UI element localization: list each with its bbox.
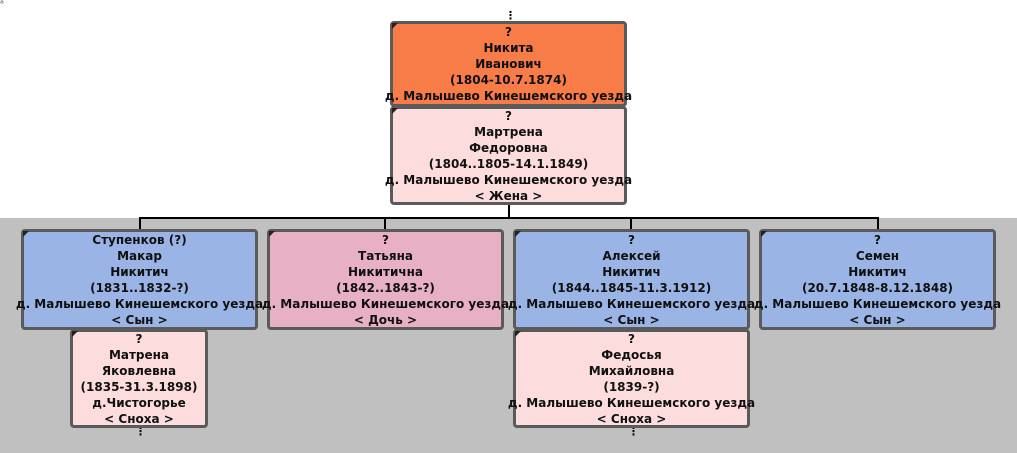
child-4-line-1: ? <box>874 232 881 247</box>
root-line-2: Никита <box>483 41 534 55</box>
child-2-line-2: Татьяна <box>358 248 413 263</box>
root-line-4: (1804-10.7.1874) <box>450 73 567 87</box>
in-law-2-line-1: ? <box>628 331 635 346</box>
child-4-line-5: д. Малышево Кинешемского уезда <box>753 296 1002 311</box>
in-law-1-line-1: ? <box>135 331 143 346</box>
connector-drop-child-2 <box>384 217 386 230</box>
child-4-line-2: Семен <box>855 248 900 263</box>
person-card-child-4[interactable]: ? Семен Никитич (20.7.1848-8.12.1848) д.… <box>754 229 1001 330</box>
in-law-2-line-4: (1839-?) <box>603 379 660 394</box>
child-1-line-6: < Сын > <box>111 312 168 327</box>
child-3-line-5: д. Малышево Кинешемского уезда <box>507 296 756 311</box>
child-1-line-2: Макар <box>117 248 162 263</box>
spouse-line-6: < Жена > <box>474 188 543 203</box>
spouse-line-1: ? <box>505 108 512 123</box>
person-card-in-law-1[interactable]: ? Матрена Яковлевна (1835-31.3.1898) д.Ч… <box>70 329 208 428</box>
in-law-1-line-2: Матрена <box>108 347 170 362</box>
child-1-line-4: (1831..1832-?) <box>90 280 189 295</box>
in-law-1-line-6: < Сноха > <box>104 411 174 426</box>
person-card-spouse[interactable]: ? Мартрена Федоровна (1804..1805-14.1.18… <box>385 106 632 205</box>
root-line-1: ? <box>505 25 512 39</box>
child-1-line-1: Ступенков (?) <box>92 232 187 247</box>
in-law-1-line-4: (1835-31.3.1898) <box>80 379 198 394</box>
person-card-child-1[interactable]: Ступенков (?) Макар Никитич (1831..1832-… <box>16 229 263 330</box>
expand-descendants-indicator-1[interactable]: ⋮ <box>135 425 146 438</box>
in-law-1-line-3: Яковлевна <box>101 363 177 378</box>
spouse-line-2: Мартрена <box>474 124 543 139</box>
child-2-line-3: Никитична <box>348 264 423 279</box>
child-3-line-3: Никитич <box>602 264 661 279</box>
person-card-child-2[interactable]: ? Татьяна Никитична (1842..1843-?) д. Ма… <box>262 229 509 330</box>
connector-trunk <box>508 204 510 218</box>
child-1-line-3: Никитич <box>110 264 169 279</box>
spouse-line-4: (1804..1805-14.1.1849) <box>428 156 589 171</box>
expand-ancestors-indicator[interactable]: ⋮ <box>505 9 516 22</box>
in-law-2-line-6: < Сноха > <box>596 411 667 426</box>
child-4-line-3: Никитич <box>848 264 907 279</box>
child-2-line-1: ? <box>382 232 389 247</box>
child-4-line-4: (20.7.1848-8.12.1848) <box>801 280 954 295</box>
in-law-2-line-5: д. Малышево Кинешемского уезда <box>507 395 756 410</box>
child-3-line-2: Алексей <box>602 248 661 263</box>
connector-drop-child-4 <box>877 217 879 230</box>
child-2-line-4: (1842..1843-?) <box>336 280 435 295</box>
child-3-line-6: < Сын > <box>603 312 660 327</box>
in-law-2-line-2: Федосья <box>601 347 662 362</box>
expand-descendants-indicator-2[interactable]: ⋮ <box>628 425 639 438</box>
spouse-line-3: Федоровна <box>469 140 548 155</box>
child-3-line-4: (1844..1845-11.3.1912) <box>551 280 712 295</box>
root-line-3: Иванович <box>475 57 542 71</box>
root-line-5: д. Малышево Кинешемского уезда <box>384 89 633 103</box>
spouse-line-5: д. Малышево Кинешемского уезда <box>384 172 633 187</box>
child-2-line-5: д. Малышево Кинешемского уезда <box>261 296 510 311</box>
connector-drop-child-1 <box>139 217 141 230</box>
person-card-child-3[interactable]: ? Алексей Никитич (1844..1845-11.3.1912)… <box>508 229 755 330</box>
corner-mark: ᵃ <box>0 0 4 10</box>
person-card-root[interactable]: ? Никита Иванович (1804-10.7.1874) д. Ма… <box>385 21 632 107</box>
in-law-1-line-5: д.Чистогорье <box>92 395 186 410</box>
child-3-line-1: ? <box>628 232 635 247</box>
child-4-line-6: < Сын > <box>849 312 906 327</box>
person-card-in-law-2[interactable]: ? Федосья Михайловна (1839-?) д. Малышев… <box>508 329 755 428</box>
child-2-line-6: < Дочь > <box>353 312 418 327</box>
child-1-line-5: д. Малышево Кинешемского уезда <box>15 296 264 311</box>
connector-drop-child-3 <box>630 217 632 230</box>
in-law-2-line-3: Михайловна <box>588 363 675 378</box>
connector-horizontal <box>139 217 879 219</box>
